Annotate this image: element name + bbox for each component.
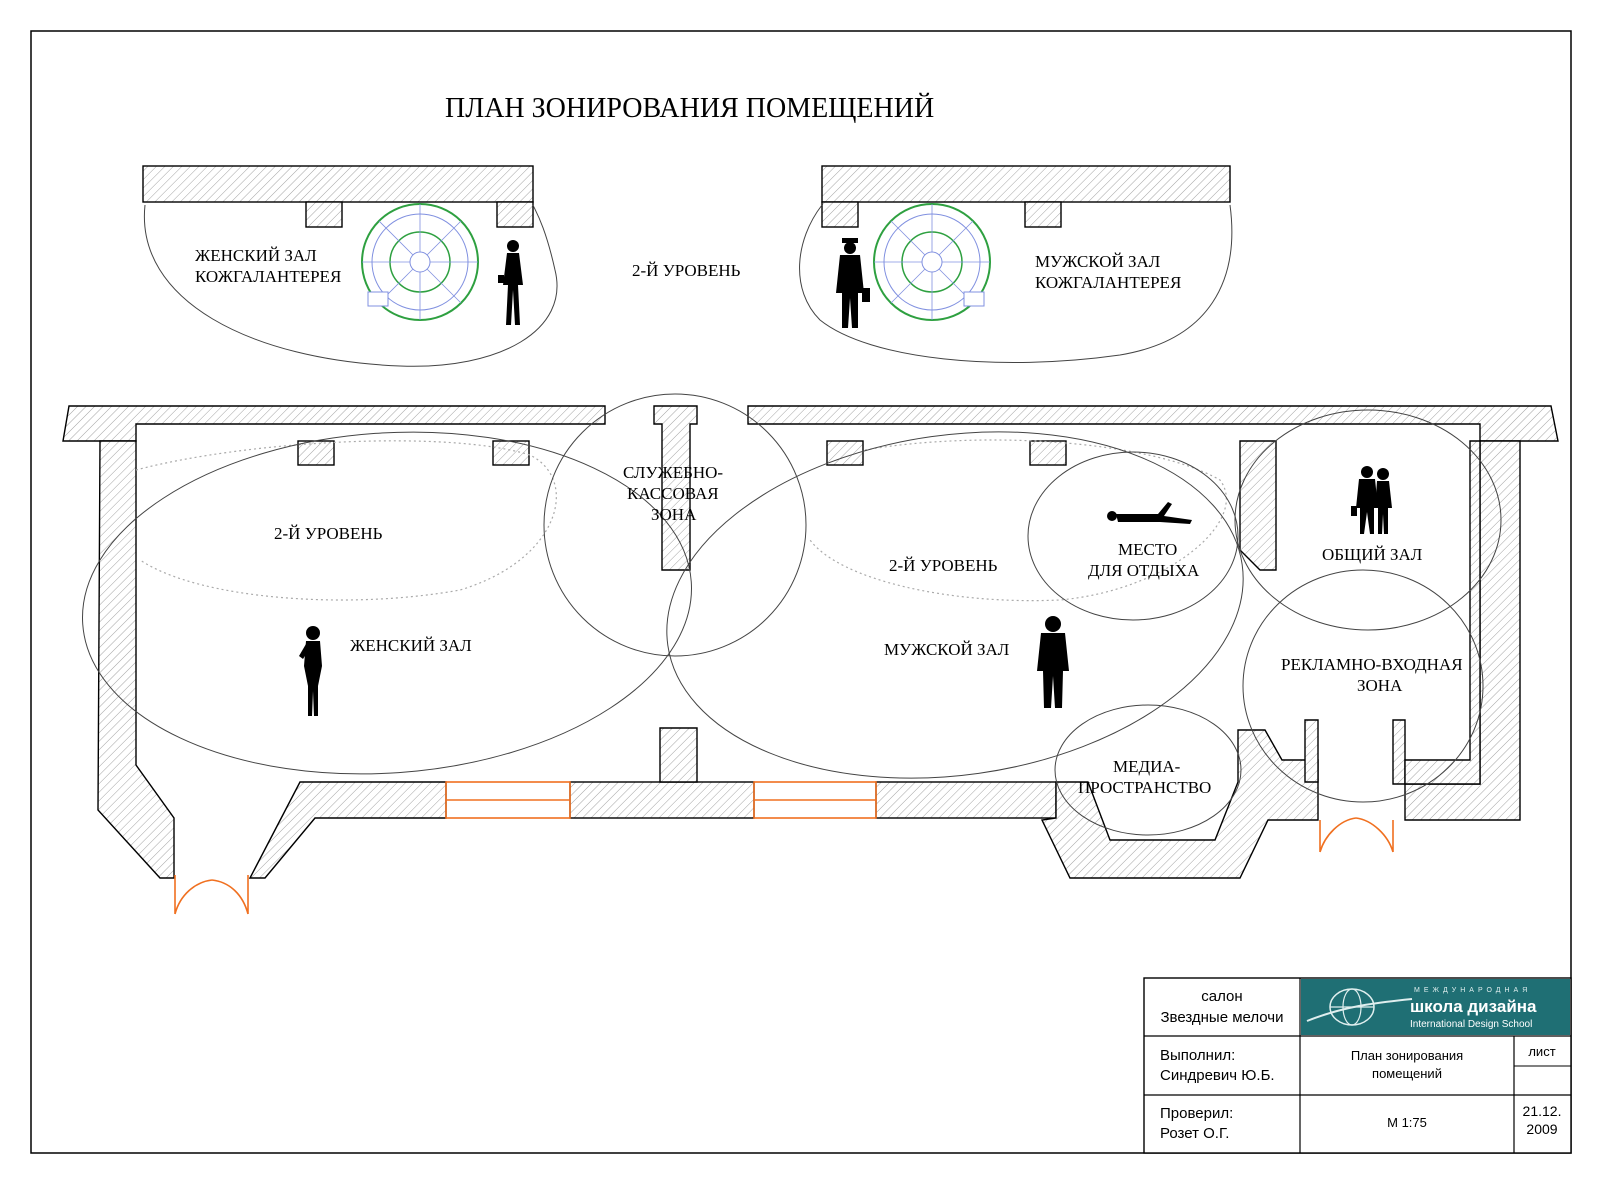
date-line1: 21.12. [1523,1103,1562,1119]
mens-hall-label: МУЖСКОЙ ЗАЛ [884,640,1010,659]
man-silhouette-icon [1037,616,1069,708]
woman-silhouette-icon [498,240,523,325]
sheet-label: лист [1528,1044,1555,1059]
entrance-door-left [174,875,249,915]
logo-sub-text: International Design School [1410,1019,1532,1030]
reclining-man-icon [1107,502,1192,524]
couple-icon [1351,466,1392,534]
ad-entry-zone [1242,569,1484,803]
logo-top-text: МЕЖДУНАРОДНАЯ [1414,987,1531,994]
media-zone-line1: МЕДИА- [1113,757,1181,776]
checked-label: Проверил: [1160,1105,1233,1122]
logo-main-text: школа дизайна [1410,997,1537,1016]
service-cash-zone [543,393,807,657]
womens-hall-zone [82,431,692,775]
done-by-label: Выполнил: [1160,1047,1235,1064]
service-zone-line2: КАССОВАЯ [627,484,719,503]
upper-level-label: 2-Й УРОВЕНЬ [632,261,741,280]
spiral-staircase-icon [361,203,479,321]
level-label-left: 2-Й УРОВЕНЬ [274,524,383,543]
checked-name: Розет О.Г. [1160,1125,1229,1142]
womens-hall-label: ЖЕНСКИЙ ЗАЛ [350,636,472,655]
rest-zone [1027,451,1239,621]
done-by-name: Синдревич Ю.Б. [1160,1067,1275,1084]
ad-entry-line2: ЗОНА [1357,676,1403,695]
upper-level-left: ЖЕНСКИЙ ЗАЛ КОЖГАЛАНТЕРЕЯ [142,165,558,367]
service-zone-line1: СЛУЖЕБНО- [623,463,723,482]
spiral-staircase-icon [873,203,991,321]
window-left [445,781,571,819]
level-label-right: 2-Й УРОВЕНЬ [889,556,998,575]
entrance-door-right [1319,817,1394,853]
globe-logo-icon [1306,988,1413,1026]
sheet-title-line2: помещений [1372,1066,1442,1081]
sheet-title-line1: План зонирования [1351,1048,1463,1063]
man-with-briefcase-icon [836,238,870,328]
upper-womens-hall-line2: КОЖГАЛАНТЕРЕЯ [195,267,341,286]
page-title: ПЛАН ЗОНИРОВАНИЯ ПОМЕЩЕНИЙ [445,93,934,124]
window-right [753,781,877,819]
ad-entry-line1: РЕКЛАМНО-ВХОДНАЯ [1281,655,1463,674]
mens-hall-zone [666,431,1244,779]
ground-walls [62,405,1559,879]
scale-value: М 1:75 [1387,1115,1427,1130]
project-line2: Звездные мелочи [1160,1009,1283,1026]
media-zone-line2: ПРОСТРАНСТВО [1078,778,1211,797]
upper-womens-hall-line1: ЖЕНСКИЙ ЗАЛ [195,246,317,265]
sheet-frame [30,30,1572,1154]
upper-level-right: МУЖСКОЙ ЗАЛ КОЖГАЛАНТЕРЕЯ [799,165,1233,363]
common-hall-label: ОБЩИЙ ЗАЛ [1322,545,1423,564]
upper-mens-hall-line2: КОЖГАЛАНТЕРЕЯ [1035,273,1181,292]
common-hall-zone [1234,409,1502,631]
upper-mens-hall-line1: МУЖСКОЙ ЗАЛ [1035,252,1161,271]
media-zone [1054,704,1242,836]
service-zone-line3: ЗОНА [651,505,697,524]
woman-silhouette-icon [299,626,322,716]
date-line2: 2009 [1526,1121,1557,1137]
project-line1: салон [1201,988,1242,1005]
rest-zone-line2: ДЛЯ ОТДЫХА [1088,561,1200,580]
rest-zone-line1: МЕСТО [1118,540,1177,559]
